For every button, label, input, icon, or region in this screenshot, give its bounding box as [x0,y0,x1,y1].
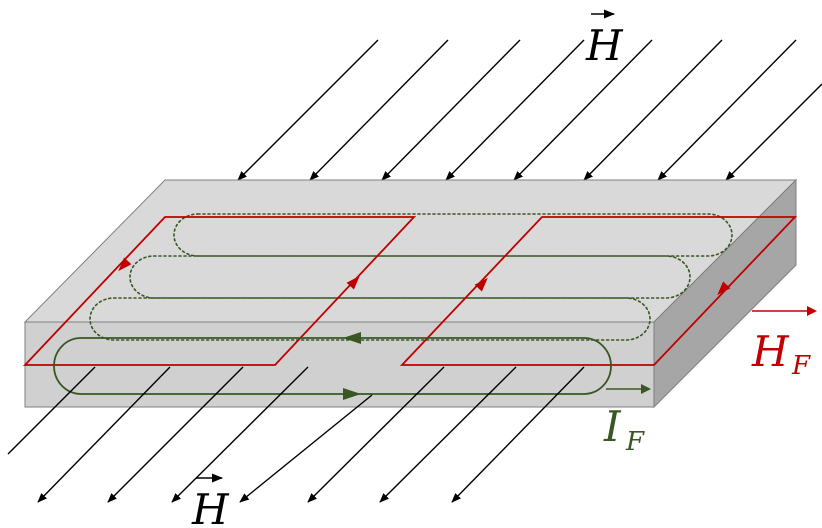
field-line [583,39,723,181]
red-arrowhead [717,281,731,296]
green-arrowhead [343,332,361,344]
field-label-top: H [585,21,624,70]
induced-current-label: I [603,402,622,451]
green-current-loop [53,337,612,395]
field-line [379,366,517,503]
field-line [513,39,653,181]
vector-arrowhead [641,384,651,394]
label-field-top: H [585,9,624,70]
field-line [445,39,585,181]
incoming-field-lines [237,39,822,181]
dotted-current-loop [89,297,651,341]
red-loop-right [399,216,798,366]
induced-current-subscript: F [625,427,645,457]
red-arrowhead [346,275,360,290]
field-line [381,39,521,181]
induced-field-label: H [751,327,790,376]
vector-arrowhead [807,306,817,316]
field-line [725,83,822,181]
label-induced-field: H F [751,306,817,381]
eddy-current-paths [89,213,733,341]
outgoing-field-lines [7,366,585,503]
field-line [657,39,797,181]
field-line [451,366,585,503]
red-arrowhead [474,277,488,292]
field-line [307,366,445,503]
red-arrowhead [118,257,132,272]
green-arrowhead [343,388,361,400]
induced-current-loop [53,332,612,400]
label-induced-current: I F [603,384,651,457]
induced-field-subscript: F [791,351,811,381]
field-line [107,366,244,503]
field-line [309,39,449,181]
field-line [239,394,373,503]
field-line [37,366,171,503]
red-loop-left [22,216,417,366]
induced-field-loops [22,216,798,366]
label-field-bottom: H [191,473,230,528]
dotted-current-loop [173,213,733,257]
dotted-current-loop [129,255,691,299]
slab-side-face [653,178,797,409]
field-line [171,366,309,503]
field-label-bottom: H [191,485,230,528]
field-line [7,366,96,455]
field-line [237,39,379,181]
red-loop-arrowheads [118,257,731,296]
